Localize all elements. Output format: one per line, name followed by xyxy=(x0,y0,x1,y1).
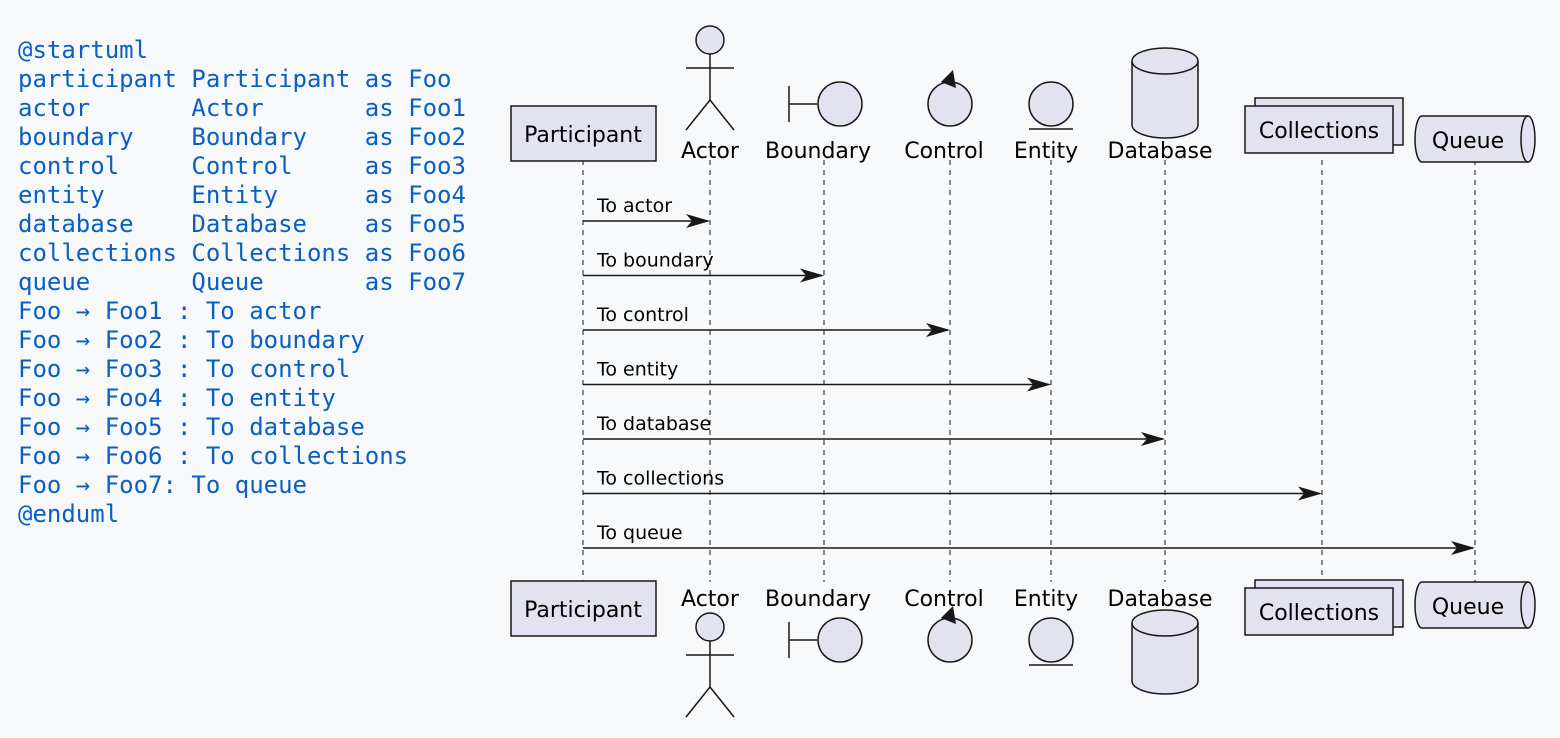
code-line: queue Queue as Foo7 xyxy=(18,268,466,296)
message-arrowhead-icon xyxy=(1141,432,1165,446)
message-label: To database xyxy=(596,413,711,435)
message: To boundary xyxy=(583,250,824,283)
actor-head-icon xyxy=(695,612,725,642)
control-arrowhead-icon xyxy=(941,70,956,88)
code-line: @enduml xyxy=(18,500,120,528)
message: To database xyxy=(583,413,1165,446)
participant-control-label: Control xyxy=(904,587,984,612)
message: To control xyxy=(583,304,950,337)
database-top: Database xyxy=(1108,47,1213,164)
actor-bottom: Actor xyxy=(681,587,740,718)
participant-boundary-label: Boundary xyxy=(765,139,871,164)
entity-bottom: Entity xyxy=(1014,587,1078,666)
control-top: Control xyxy=(904,70,984,164)
queue-end-cap xyxy=(1520,581,1529,629)
message-label: To queue xyxy=(596,522,683,544)
code-line: Foo → Foo6 : To collections xyxy=(18,442,409,470)
control-circle-icon xyxy=(927,81,973,127)
queue-end-cap xyxy=(1520,115,1529,163)
code-line: database Database as Foo5 xyxy=(18,210,466,238)
code-line: boundary Boundary as Foo2 xyxy=(18,123,466,151)
participant-control-label: Control xyxy=(904,139,984,164)
participant-boundary-label: Boundary xyxy=(765,587,871,612)
message: To entity xyxy=(583,359,1051,392)
database-cylinder-icon xyxy=(1131,47,1199,139)
database-cylinder-icon xyxy=(1131,609,1199,695)
code-line: @startuml xyxy=(18,36,149,64)
entity-circle-icon xyxy=(1028,617,1074,663)
participant-database-label: Database xyxy=(1108,587,1213,612)
participant-entity-label: Entity xyxy=(1014,587,1078,612)
message-arrowhead-icon xyxy=(1298,486,1322,501)
participant-box-bottom xyxy=(510,580,657,637)
participant-bottom: Participant xyxy=(510,580,657,637)
message-arrowhead-icon xyxy=(1027,377,1051,392)
message-arrowhead-icon xyxy=(1451,541,1475,555)
participant-queue-label: Queue xyxy=(1432,595,1504,620)
participant-participant-label: Participant xyxy=(524,123,642,148)
message: To collections xyxy=(583,468,1322,501)
actor-top: Actor xyxy=(681,25,740,164)
code-line: control Control as Foo3 xyxy=(18,152,466,180)
collections-bottom: Collections xyxy=(1244,579,1404,636)
boundary-bottom: Boundary xyxy=(765,587,871,663)
message-label: To control xyxy=(596,304,689,326)
message-label: To boundary xyxy=(596,250,714,272)
participant-participant-label: Participant xyxy=(524,598,642,623)
message-arrowhead-icon xyxy=(800,268,824,283)
actor-head-icon xyxy=(695,25,725,55)
code-line: actor Actor as Foo1 xyxy=(18,94,466,122)
control-arrowhead-icon xyxy=(941,606,956,624)
message-label: To entity xyxy=(596,359,678,381)
message-label: To collections xyxy=(596,468,724,490)
collections-front-box xyxy=(1244,587,1394,636)
message: To queue xyxy=(583,522,1475,555)
actor-leg-right xyxy=(709,686,735,718)
message-arrowhead-icon xyxy=(926,323,950,337)
database-rim xyxy=(1131,622,1199,637)
collections-top: Collections xyxy=(1244,97,1404,154)
participant-actor-label: Actor xyxy=(681,139,740,164)
boundary-top: Boundary xyxy=(765,81,871,164)
code-line: Foo → Foo3 : To control xyxy=(18,355,351,383)
actor-leg-left xyxy=(685,686,711,718)
participant-entity-label: Entity xyxy=(1014,139,1078,164)
queue-top: Queue xyxy=(1414,115,1536,163)
code-line: Foo → Foo2 : To boundary xyxy=(18,326,365,354)
code-line: collections Collections as Foo6 xyxy=(18,239,466,267)
participant-box-top xyxy=(510,105,657,162)
database-rim xyxy=(1131,60,1199,75)
participant-collections-label: Collections xyxy=(1259,601,1379,626)
entity-circle-icon xyxy=(1028,81,1074,127)
participant-top: Participant xyxy=(510,105,657,162)
message: To actor xyxy=(583,195,710,228)
code-line: Foo → Foo4 : To entity xyxy=(18,384,336,412)
actor-leg-left xyxy=(685,99,711,131)
message-label: To actor xyxy=(596,195,672,217)
participant-database-label: Database xyxy=(1108,139,1213,164)
participant-collections-label: Collections xyxy=(1259,119,1379,144)
collections-front-box xyxy=(1244,105,1394,154)
boundary-circle-icon xyxy=(817,617,863,663)
code-line: Foo → Foo5 : To database xyxy=(18,413,365,441)
code-line: Foo → Foo7: To queue xyxy=(18,471,307,499)
control-bottom: Control xyxy=(904,587,984,663)
control-circle-icon xyxy=(927,617,973,663)
queue-bottom: Queue xyxy=(1414,581,1536,629)
code-line: entity Entity as Foo4 xyxy=(18,181,466,209)
boundary-circle-icon xyxy=(817,81,863,127)
message-arrowhead-icon xyxy=(686,214,710,228)
entity-top: Entity xyxy=(1014,81,1078,164)
participant-actor-label: Actor xyxy=(681,587,740,612)
code-line: participant Participant as Foo xyxy=(18,65,452,93)
actor-leg-right xyxy=(709,99,735,131)
code-line: Foo → Foo1 : To actor xyxy=(18,297,322,325)
participant-queue-label: Queue xyxy=(1432,129,1504,154)
database-bottom: Database xyxy=(1108,587,1213,695)
